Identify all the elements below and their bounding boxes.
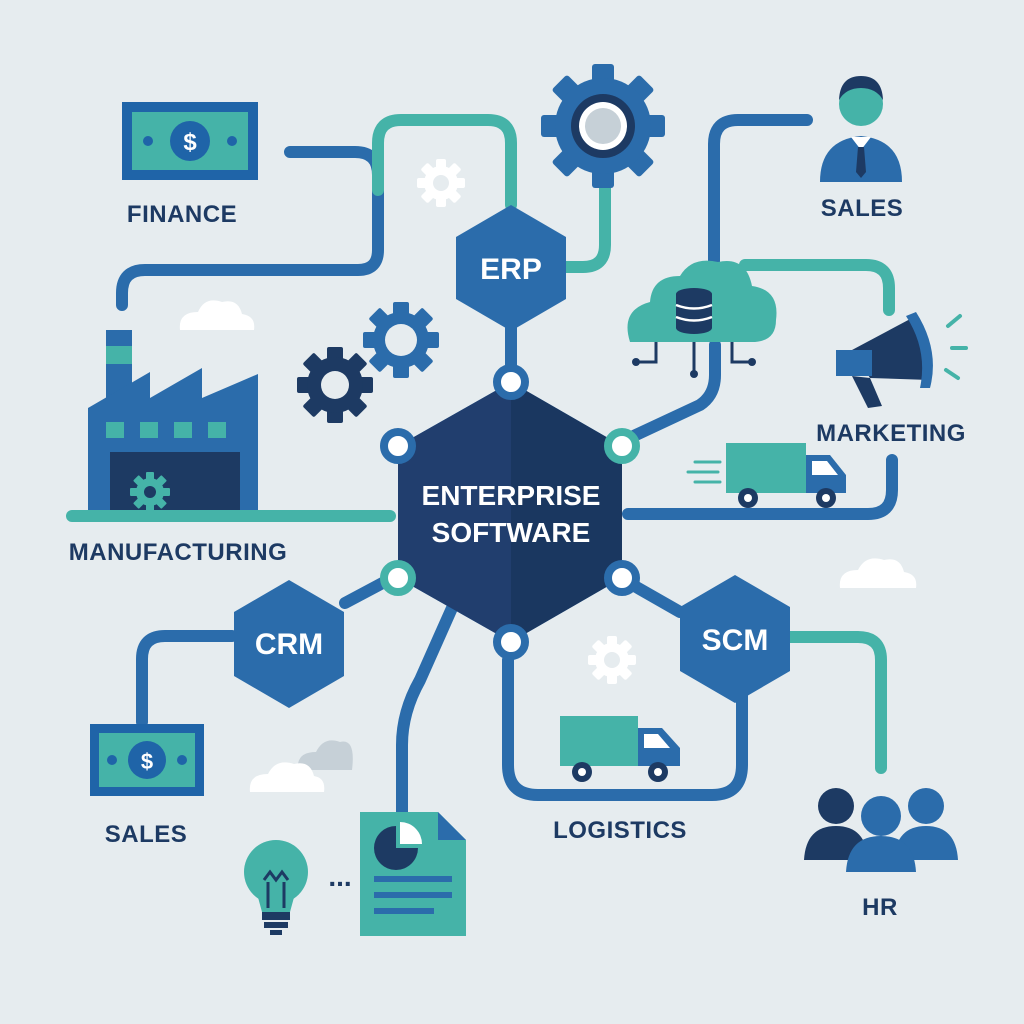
label-logistics: LOGISTICS [553, 817, 687, 844]
label-manufacturing: MANUFACTURING [69, 539, 287, 566]
connector-crm-sales [136, 630, 238, 728]
gear-icon [363, 302, 439, 378]
money-icon: $ [90, 724, 204, 796]
hub-node-lower-left [380, 560, 416, 596]
factory-icon [88, 330, 258, 512]
document-chart-icon [360, 812, 466, 936]
hub-node-lower-right [604, 560, 640, 596]
module-scm-label: SCM [702, 624, 769, 657]
currency-symbol: $ [183, 129, 197, 156]
center-title-line2: SOFTWARE [432, 517, 591, 548]
gear-icon [588, 636, 636, 684]
connector-cloud-center [619, 339, 721, 446]
module-erp-label: ERP [480, 253, 542, 286]
lightbulb-icon [244, 840, 308, 935]
truck-icon [686, 443, 846, 508]
module-crm: CRM [234, 580, 344, 708]
cloud-icon [839, 558, 917, 588]
gear-icon [297, 347, 373, 423]
hub-connector-nodes [380, 364, 640, 660]
center-hub: ENTERPRISE SOFTWARE [398, 382, 622, 642]
gear-icon [541, 64, 665, 188]
hub-node-upper-left [380, 428, 416, 464]
module-erp: ERP [456, 205, 566, 331]
connector-center-logistics [502, 654, 748, 801]
person-icon [820, 76, 902, 182]
connector-sales-top [708, 114, 813, 268]
cloud-database-icon [627, 260, 777, 378]
hub-node-upper-right [604, 428, 640, 464]
center-title-line1: ENTERPRISE [422, 480, 601, 511]
megaphone-icon [836, 312, 968, 408]
cloud-icon [179, 300, 255, 330]
gear-icon [417, 159, 465, 207]
cloud-icon [249, 740, 353, 792]
module-scm: SCM [680, 575, 790, 703]
currency-symbol: $ [141, 749, 153, 774]
connector-truck-center [622, 454, 898, 520]
connector-gear-erp [559, 179, 611, 273]
connector-marketing-teal [739, 259, 895, 316]
ellipsis: ... [328, 861, 351, 892]
label-hr: HR [862, 894, 898, 921]
money-icon: $ [122, 102, 258, 180]
truck-icon [560, 716, 680, 782]
label-sales-bottom: SALES [105, 821, 188, 848]
connector-finance [116, 146, 384, 311]
hub-node-top [493, 364, 529, 400]
label-marketing: MARKETING [816, 420, 966, 447]
connector-scm-hr [784, 631, 887, 774]
people-icon [804, 788, 958, 872]
cloud-icons [179, 300, 917, 792]
connector-erp-teal [372, 114, 517, 211]
hub-node-bottom [493, 624, 529, 660]
label-sales-top: SALES [821, 195, 904, 222]
connector-center-document [396, 602, 458, 818]
module-crm-label: CRM [255, 628, 323, 661]
connector-lines [66, 114, 898, 818]
label-finance: FINANCE [127, 201, 237, 228]
